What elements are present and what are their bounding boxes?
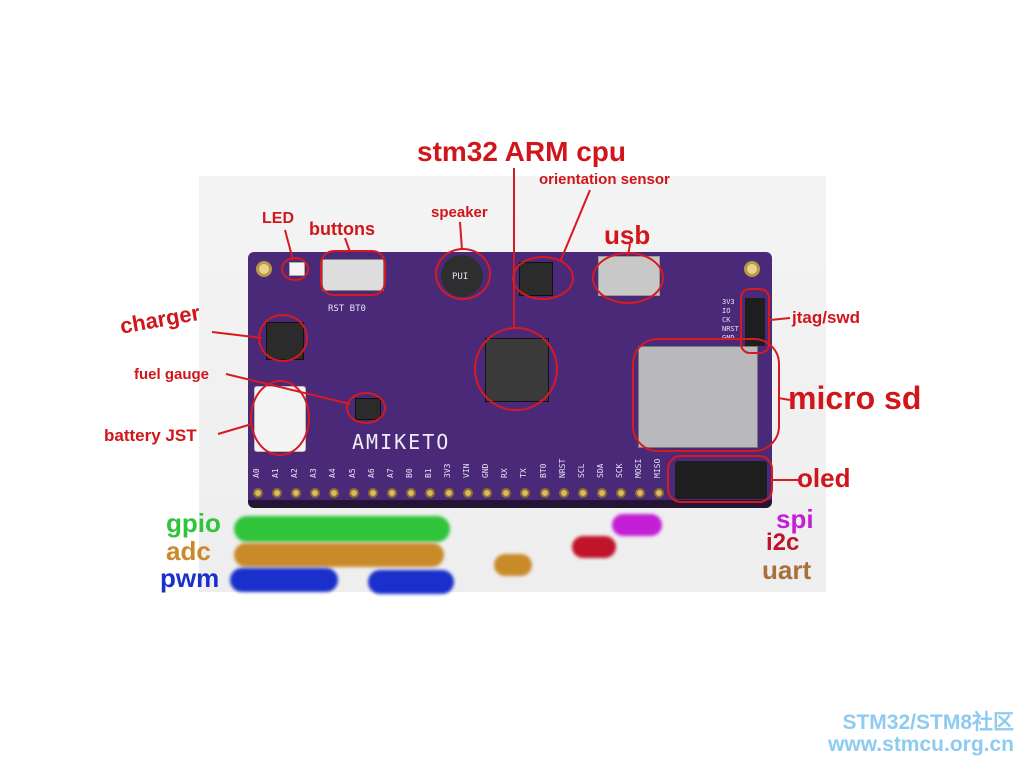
oled-header [675, 461, 767, 499]
usb-label: usb [604, 220, 651, 250]
cpu-label: stm32 ARM cpu [417, 136, 627, 167]
header-pin [444, 488, 454, 498]
battery-jst-label: battery JST [104, 426, 197, 445]
header-pin [578, 488, 588, 498]
pwm-swatch [230, 568, 338, 592]
uart-legend-label: uart [762, 555, 812, 585]
header-pin [349, 488, 359, 498]
mounting-hole [744, 261, 760, 277]
mounting-hole [256, 261, 272, 277]
fuel-gauge-label: fuel gauge [134, 366, 210, 383]
led-highlight-circle [281, 257, 309, 281]
header-pin [329, 488, 339, 498]
gpio-legend-label: gpio [166, 508, 221, 538]
header-pin [654, 488, 664, 498]
buttons-silkscreen: RST BT0 [328, 304, 366, 314]
header-pin [501, 488, 511, 498]
spi-legend-label: spi [776, 504, 814, 534]
header-pin [520, 488, 530, 498]
oled-label: oled [797, 463, 851, 493]
micro-sd-slot [638, 346, 758, 448]
gpio-swatch [234, 516, 450, 542]
cpu-highlight-circle [474, 327, 558, 411]
buttons-highlight-circle [320, 250, 386, 296]
jtag-swd-label: jtag/swd [792, 308, 861, 327]
header-pin [463, 488, 473, 498]
header-pin [406, 488, 416, 498]
watermark-line-1: STM32/STM8社区 [842, 711, 1014, 734]
watermark: STM32/STM8社区 www.stmcu.org.cn [828, 712, 1014, 756]
swd-header [745, 298, 765, 346]
header-pin [540, 488, 550, 498]
header-pin [482, 488, 492, 498]
pwm-swatch-2 [368, 570, 454, 594]
speaker-label: speaker [431, 204, 488, 221]
led-label: LED [262, 210, 294, 227]
adc-swatch [234, 543, 444, 567]
micro-sd-highlight-circle [632, 338, 780, 452]
spi-swatch [612, 514, 662, 536]
pcb-edge [248, 500, 772, 508]
board-name: AMIKETO [352, 430, 451, 454]
header-pin [597, 488, 607, 498]
header-pin [616, 488, 626, 498]
header-pin [387, 488, 397, 498]
header-pin [368, 488, 378, 498]
header-pin [310, 488, 320, 498]
header-pin [635, 488, 645, 498]
speaker-highlight-circle [435, 248, 491, 300]
adc-legend-label: adc [166, 536, 211, 566]
i2c-legend-label: i2c [766, 529, 800, 556]
watermark-line-2: www.stmcu.org.cn [828, 733, 1014, 756]
i2c-swatch [572, 536, 616, 558]
header-pin [253, 488, 263, 498]
buttons-label: buttons [309, 219, 375, 239]
micro-sd-label: micro sd [788, 380, 922, 416]
header-pin [272, 488, 282, 498]
header-pin [559, 488, 569, 498]
pwm-legend-label: pwm [160, 563, 220, 593]
battery-highlight-circle [250, 380, 310, 456]
adc-swatch-2 [494, 554, 532, 576]
header-pin [425, 488, 435, 498]
orientation-sensor-label: orientation sensor [539, 171, 670, 188]
fuel-gauge-highlight-circle [346, 392, 386, 424]
header-pin [291, 488, 301, 498]
